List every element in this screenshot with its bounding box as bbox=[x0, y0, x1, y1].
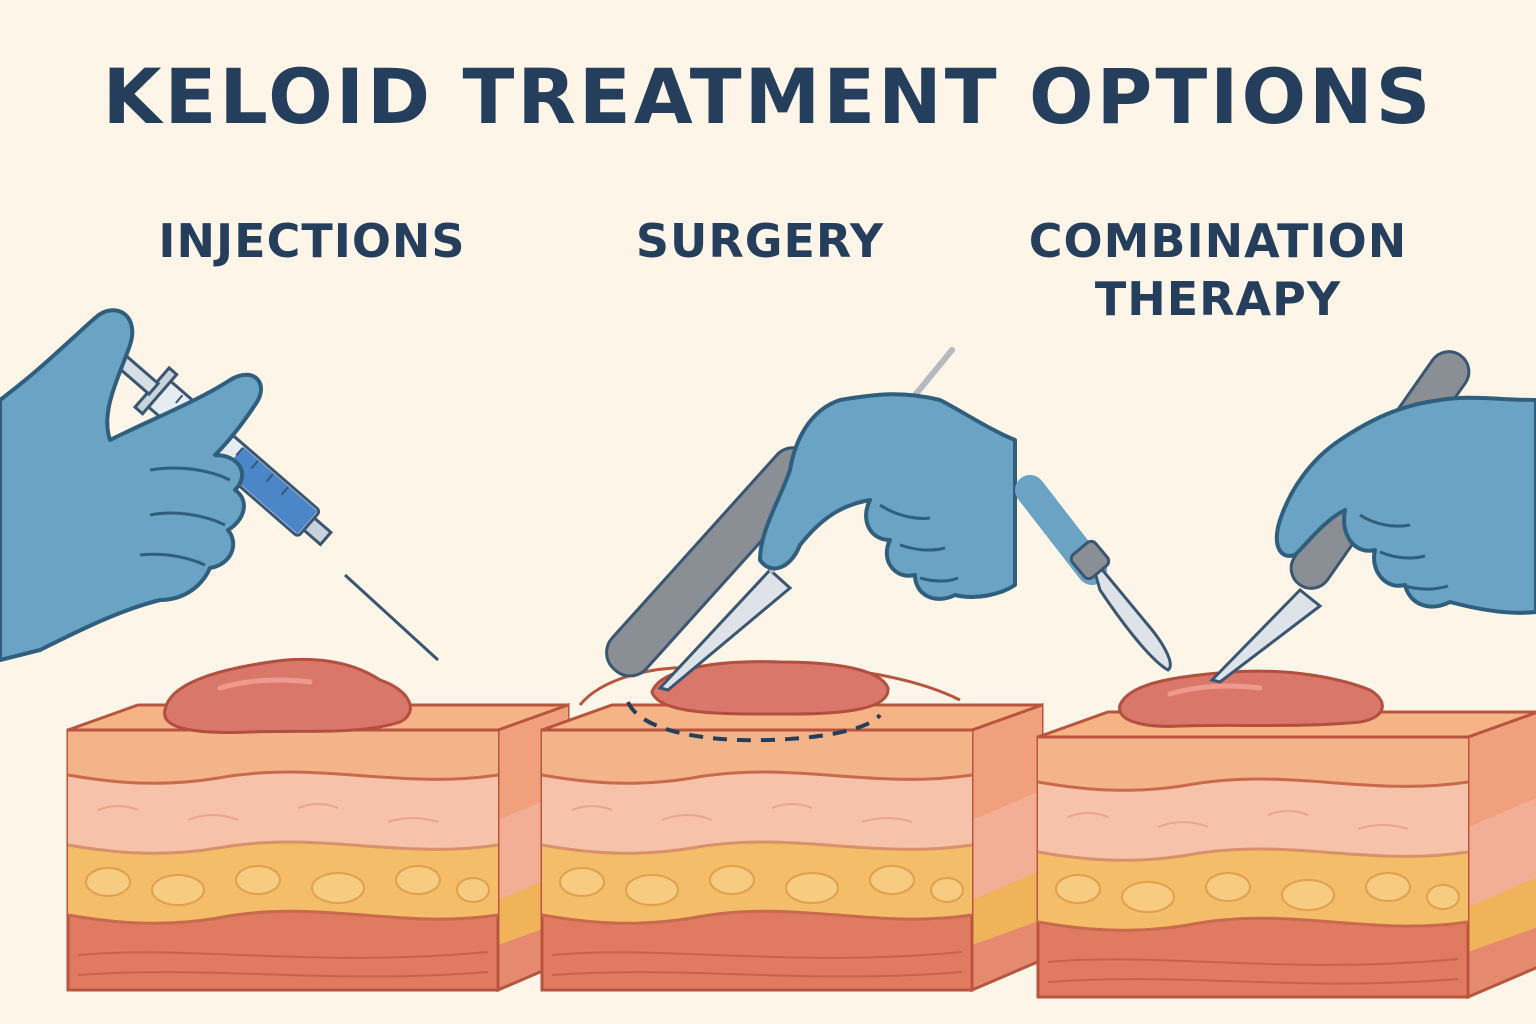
panel-title-combination-therapy: COMBINATION THERAPY bbox=[988, 212, 1448, 328]
panel-title-line: COMBINATION bbox=[1028, 214, 1408, 268]
incision-line bbox=[626, 701, 882, 743]
skin-block-surgery bbox=[540, 703, 1044, 992]
gloved-hand-surgery bbox=[758, 392, 1017, 601]
keloid-injections bbox=[163, 657, 412, 734]
page-title: KELOID TREATMENT OPTIONS bbox=[102, 52, 1434, 141]
skin-block-injections bbox=[66, 703, 570, 992]
panel-title-injections: INJECTIONS bbox=[82, 212, 542, 270]
gloved-hand-injections bbox=[0, 308, 263, 662]
panel-title-line: INJECTIONS bbox=[158, 214, 466, 268]
skin-block-combination bbox=[1036, 710, 1536, 999]
small-scalpel-icon bbox=[1015, 475, 1172, 672]
panel-title-surgery: SURGERY bbox=[530, 212, 990, 270]
keloid-combination bbox=[1118, 669, 1384, 728]
panel-title-line: THERAPY bbox=[1094, 272, 1342, 326]
gloved-hand-combination bbox=[1274, 395, 1536, 615]
panel-title-line: SURGERY bbox=[635, 214, 885, 268]
keloid-surgery bbox=[650, 660, 890, 716]
